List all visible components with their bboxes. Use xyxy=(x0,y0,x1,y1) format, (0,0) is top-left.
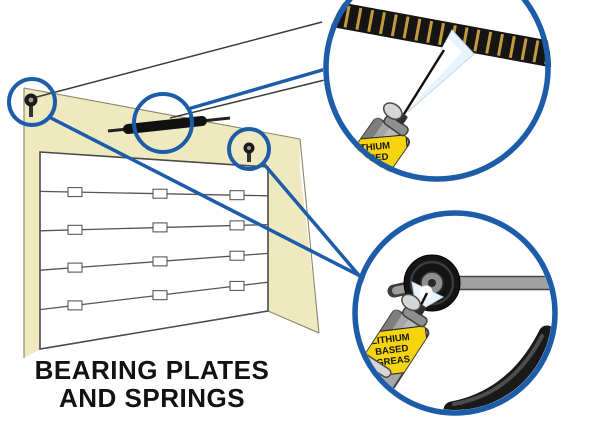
door-hinge xyxy=(229,220,245,231)
caption-line1: BEARING PLATES xyxy=(35,355,270,385)
door-hinge xyxy=(229,280,245,291)
door-hinge xyxy=(67,187,83,198)
cable-line xyxy=(169,74,346,119)
curved-tube-icon xyxy=(443,325,552,410)
door-hinge xyxy=(152,222,168,233)
callout-circle xyxy=(352,210,558,416)
caption-line2: AND SPRINGS xyxy=(59,383,245,413)
bearing-plate-icon xyxy=(24,93,38,117)
door-hinge xyxy=(152,290,168,301)
door-hinge xyxy=(67,224,83,235)
callout-bearing-lubrication xyxy=(352,210,558,416)
callout-circle xyxy=(323,0,551,182)
door-hinge xyxy=(229,250,245,261)
door-hinge xyxy=(67,300,83,311)
highlight-circle-bearing-right xyxy=(227,127,271,171)
highlight-circle-bearing-left xyxy=(7,77,57,127)
wall-left-jamb xyxy=(24,150,40,358)
bearing-plate-icon xyxy=(243,142,255,162)
cable-line xyxy=(32,21,323,99)
connector-line xyxy=(48,115,373,284)
door-hinge xyxy=(67,262,83,273)
spray-straw xyxy=(402,49,446,115)
torsion-spring-icon xyxy=(107,116,231,134)
connector-line xyxy=(187,60,351,111)
door-hinge xyxy=(152,256,168,267)
door-hinge xyxy=(229,190,245,201)
wall-right-strip xyxy=(268,167,319,333)
garage-door xyxy=(39,151,269,350)
callout-spring-lubrication xyxy=(323,0,551,243)
door-hinge xyxy=(152,188,168,199)
highlight-circle-spring xyxy=(132,92,194,154)
